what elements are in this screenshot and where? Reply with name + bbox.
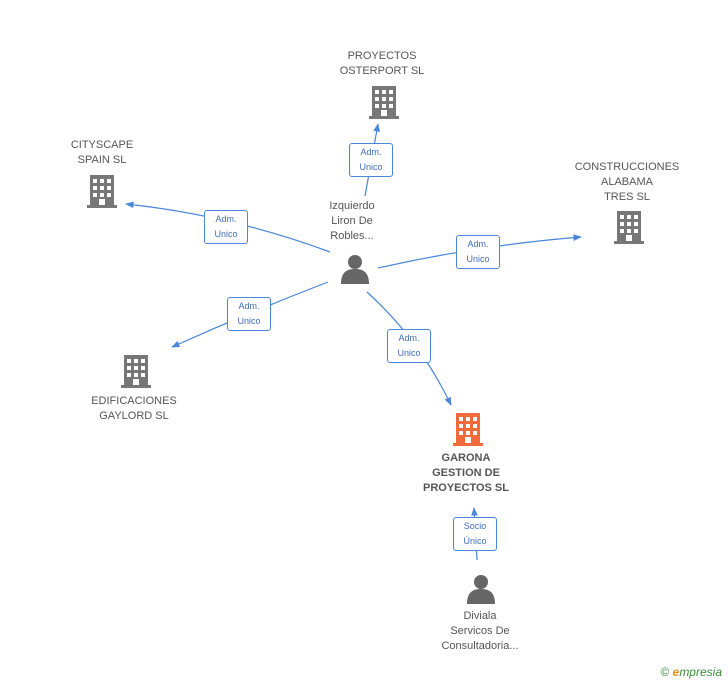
edge-label-garona: Adm. Unico — [387, 329, 431, 363]
node-label: CONSTRUCCIONES ALABAMA TRES SL — [574, 161, 680, 203]
brand-name: mpresia — [679, 665, 722, 679]
node-cityscape-spain[interactable]: CITYSCAPE SPAIN SL — [50, 138, 154, 168]
edge-label-diviala: Socio Único — [453, 517, 497, 551]
node-label: EDIFICACIONES GAYLORD SL — [91, 395, 177, 422]
edge-label-gaylord: Adm. Unico — [227, 297, 271, 331]
building-icon-gaylord — [121, 355, 151, 388]
building-icon-cityscape — [87, 175, 117, 208]
node-proyectos-osterport[interactable]: PROYECTOS OSTERPORT SL — [320, 49, 444, 79]
node-edificaciones-gaylord[interactable]: EDIFICACIONES GAYLORD SL — [76, 394, 192, 424]
person-icon-diviala — [467, 575, 495, 604]
node-garona-gestion[interactable]: GARONA GESTION DE PROYECTOS SL — [404, 451, 528, 496]
copyright-symbol: © — [660, 665, 670, 679]
node-label: Diviala Servicos De Consultadoria... — [441, 610, 519, 652]
brand-initial: e — [672, 665, 680, 679]
building-icon-garona — [453, 413, 483, 446]
building-icon-alabama — [614, 211, 644, 244]
node-person-main[interactable]: Izquierdo Liron De Robles... — [300, 199, 404, 244]
person-icon-main — [341, 255, 369, 284]
node-label: CITYSCAPE SPAIN SL — [70, 139, 134, 166]
edge-label-cityscape: Adm. Unico — [204, 210, 248, 244]
node-label: Izquierdo Liron De Robles... — [329, 200, 375, 242]
node-diviala-servicos[interactable]: Diviala Servicos De Consultadoria... — [418, 609, 542, 654]
edge-label-osterport: Adm. Unico — [349, 143, 393, 177]
node-label: GARONA GESTION DE PROYECTOS SL — [423, 452, 509, 494]
node-label: PROYECTOS OSTERPORT SL — [339, 50, 425, 77]
building-icon-osterport — [369, 86, 399, 119]
empresia-logo: © empresia — [660, 665, 722, 679]
node-construcciones-alabama[interactable]: CONSTRUCCIONES ALABAMA TRES SL — [566, 160, 688, 205]
edge-label-alabama: Adm. Unico — [456, 235, 500, 269]
